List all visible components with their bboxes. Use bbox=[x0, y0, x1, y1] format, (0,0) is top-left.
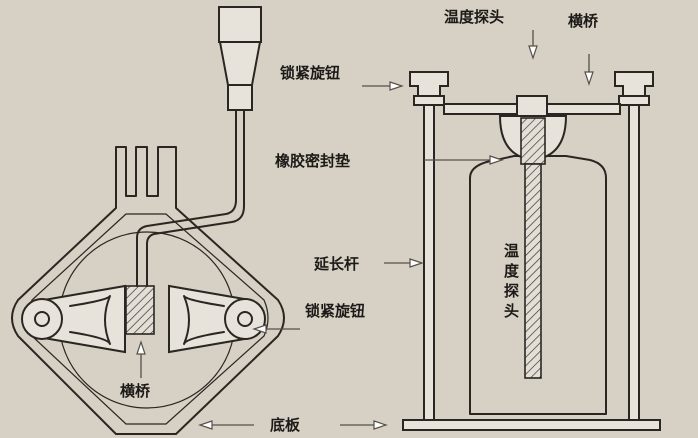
extension-rod-arrow-head bbox=[409, 258, 424, 268]
temp-probe-arrow-head bbox=[528, 45, 538, 60]
left-rod bbox=[423, 83, 435, 423]
probe-label-char-4: 头 bbox=[504, 302, 519, 320]
probe-label-char-1: 温 bbox=[504, 242, 519, 260]
probe-label-char-3: 探 bbox=[504, 282, 519, 300]
right-arm-brace bbox=[183, 295, 225, 345]
lock-knob-top-label: 锁紧旋钮 bbox=[280, 64, 340, 82]
frame-outline bbox=[11, 146, 285, 435]
connector-taper bbox=[218, 41, 262, 86]
rubber-gasket-label: 橡胶密封垫 bbox=[275, 152, 350, 170]
lock-knob-left-arrow-head bbox=[252, 324, 267, 334]
left-rod-nut bbox=[413, 95, 445, 106]
base-right-arrow-head bbox=[373, 420, 388, 430]
crossbar-right-label: 横桥 bbox=[568, 12, 599, 30]
probe-cable bbox=[136, 109, 245, 287]
top-view bbox=[11, 6, 300, 435]
right-pivot-pin bbox=[237, 311, 253, 327]
probe-clamp bbox=[520, 117, 546, 165]
right-rod bbox=[628, 83, 640, 423]
right-rod-nut bbox=[618, 95, 650, 106]
probe-rod bbox=[524, 163, 542, 379]
crossbar-left-label: 横桥 bbox=[120, 382, 151, 400]
left-rod-cap bbox=[409, 71, 449, 97]
temp-probe-top-label: 温度探头 bbox=[444, 8, 504, 26]
base-plate-label: 底板 bbox=[270, 416, 301, 434]
left-arm-brace bbox=[69, 295, 111, 345]
crossbar-right-arrow-head bbox=[584, 71, 594, 86]
crossbar-left-arrow-head bbox=[136, 340, 146, 355]
gasket-arrow-head bbox=[489, 155, 504, 165]
probe-block bbox=[125, 285, 155, 335]
probe-label-char-2: 度 bbox=[504, 262, 520, 280]
right-rod-cap bbox=[614, 71, 654, 97]
lock-knob-top-arrow-head bbox=[389, 81, 404, 91]
base-plate-bar bbox=[402, 419, 661, 431]
base-left-arrow-head bbox=[198, 420, 213, 430]
left-pivot-pin bbox=[34, 311, 50, 327]
side-view bbox=[362, 30, 661, 431]
bottle bbox=[469, 155, 607, 415]
extension-rod-label: 延长杆 bbox=[313, 255, 359, 273]
connector-body bbox=[227, 84, 253, 111]
lock-knob-left-label: 锁紧旋钮 bbox=[305, 302, 365, 320]
crossbar-block bbox=[516, 95, 548, 117]
connector-cap bbox=[218, 6, 262, 43]
